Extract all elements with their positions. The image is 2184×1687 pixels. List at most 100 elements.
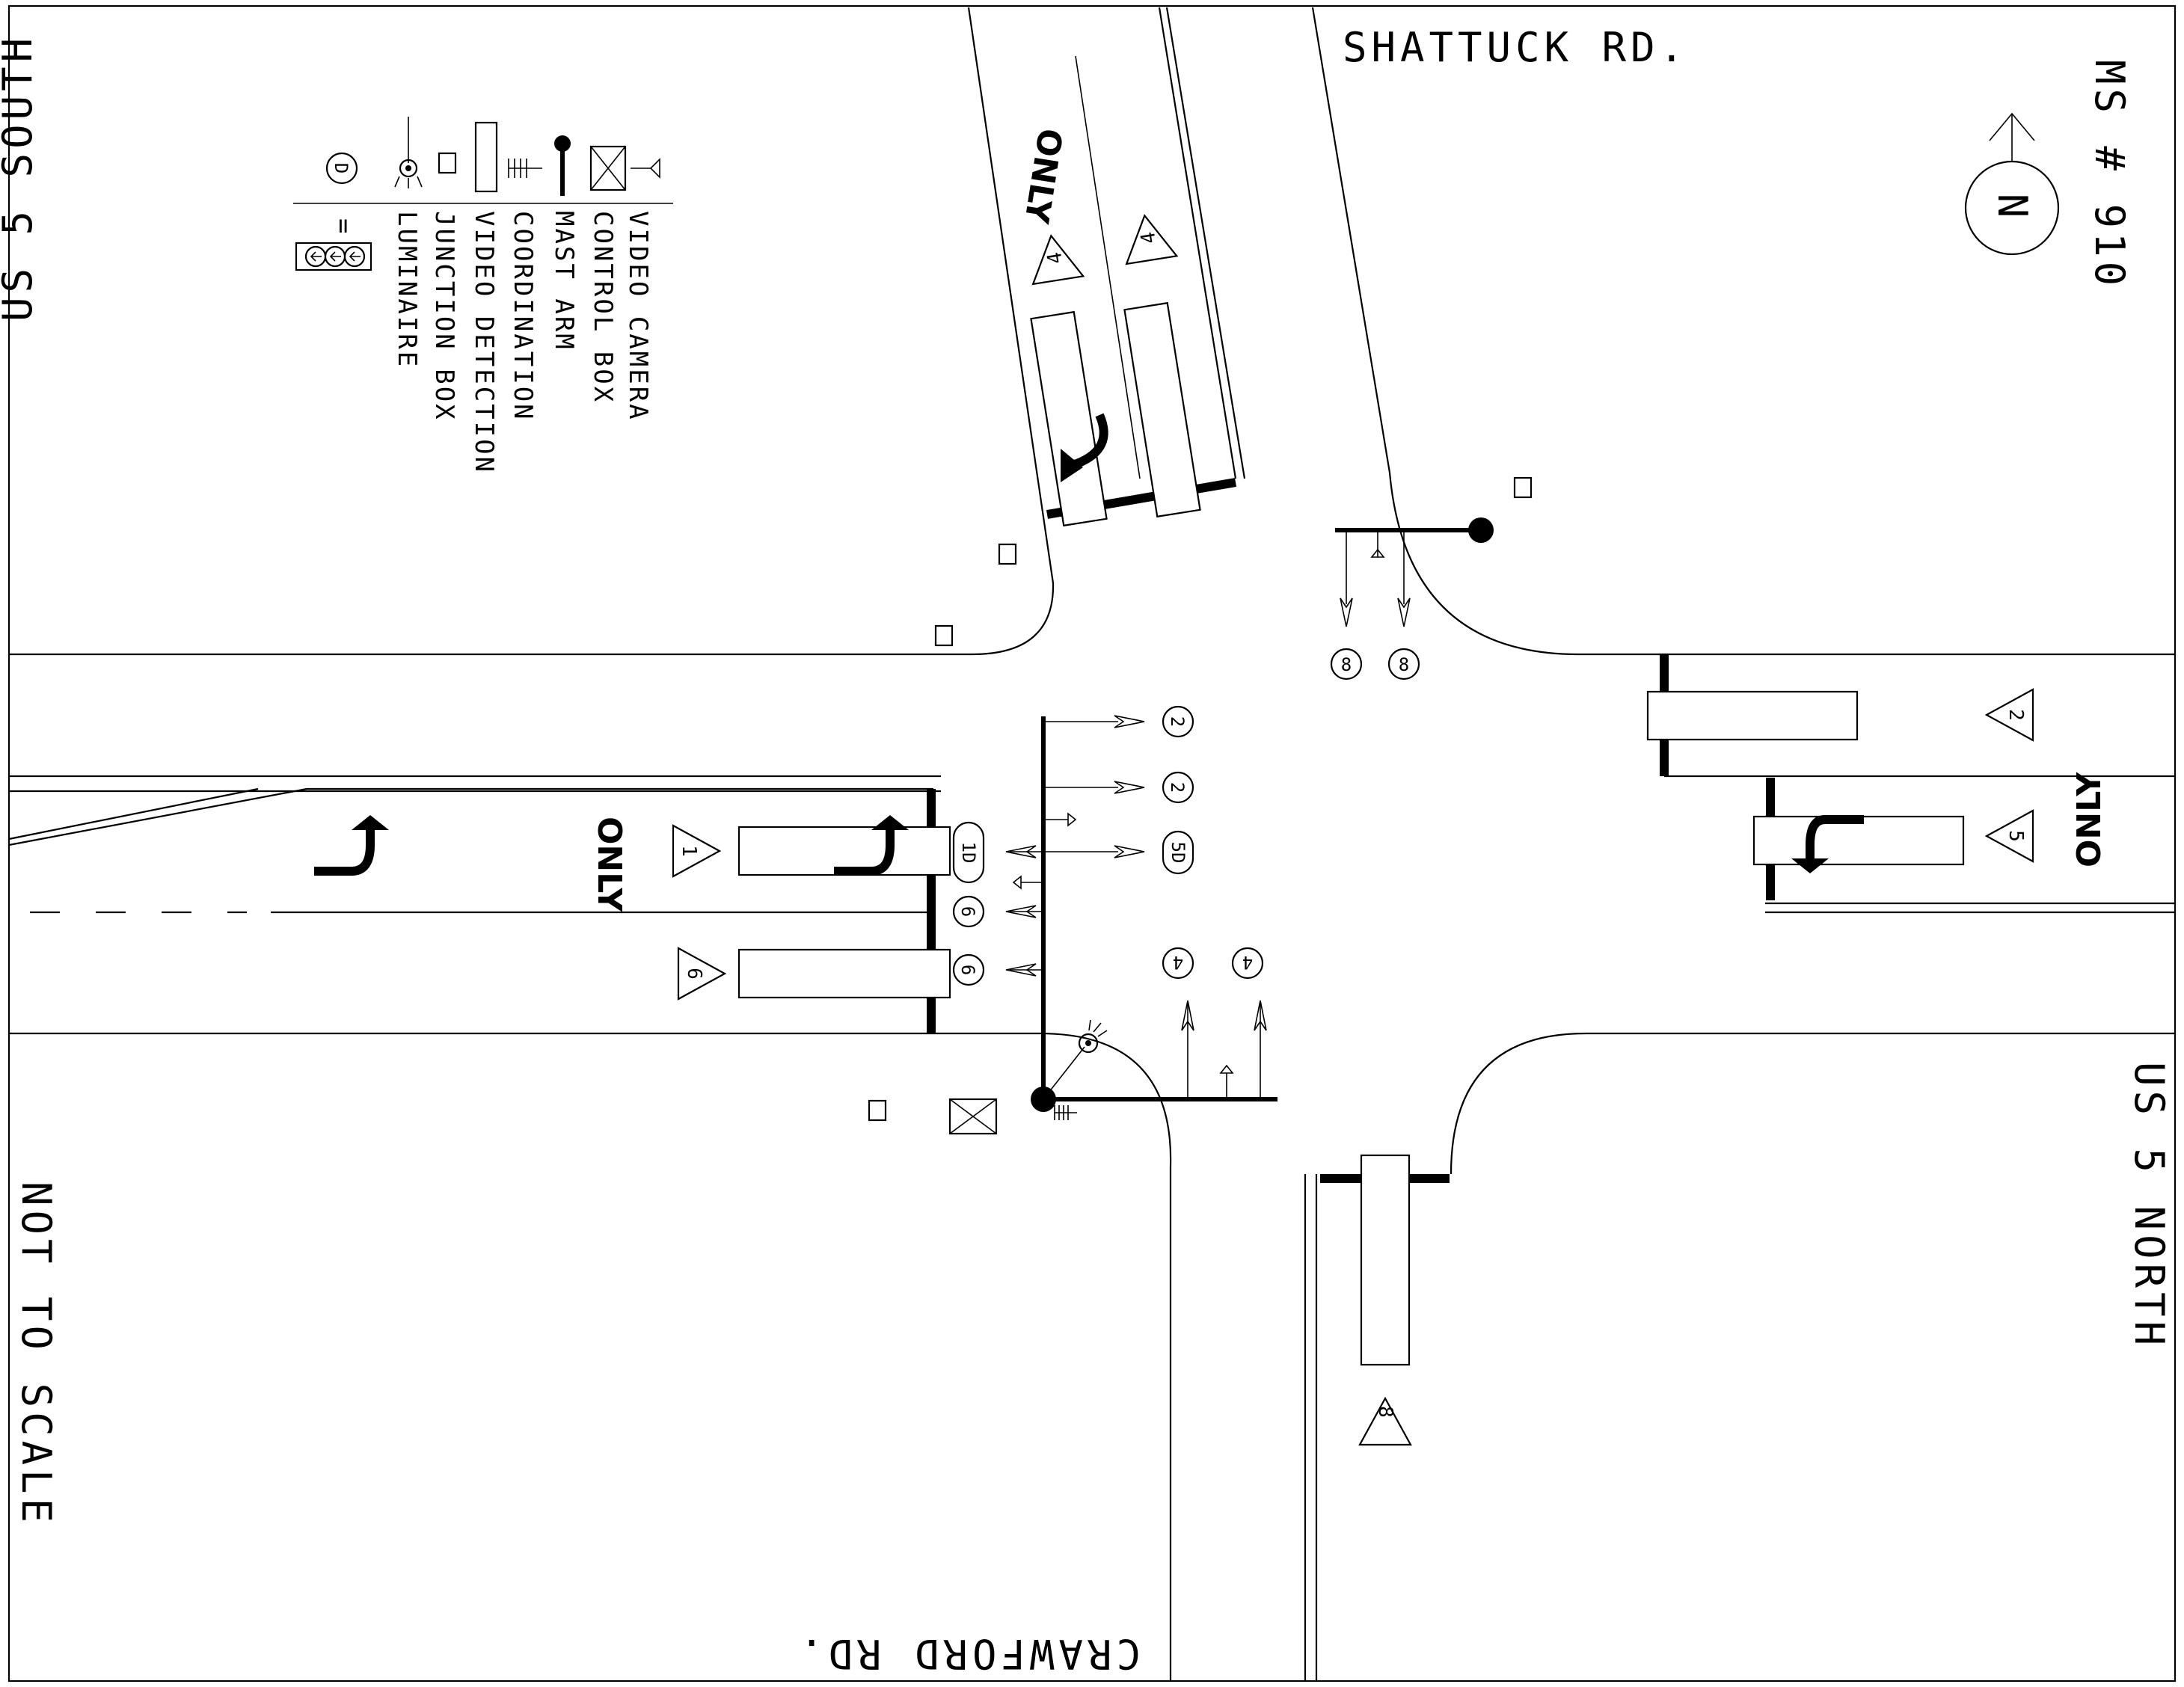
junction-box-1 <box>998 543 1017 565</box>
video-detection-zones <box>737 301 1965 1366</box>
phase-triangles: 4 4 1 6 2 5 8 <box>672 214 2034 1446</box>
svg-text:4: 4 <box>1173 952 1183 973</box>
control-box-icon <box>589 145 627 191</box>
only-marking-north: ONLY <box>1016 126 1069 227</box>
junction-box-icon <box>438 152 457 174</box>
luminaire-sw <box>1078 1033 1099 1054</box>
turn-arrow-east <box>1806 815 1864 858</box>
svg-text:8: 8 <box>1399 654 1409 675</box>
zone-e-left-turn <box>1752 815 1965 866</box>
shattuck-lane-line <box>1075 55 1141 479</box>
turn-arrow-west-1-head <box>352 815 389 830</box>
not-to-scale-note: NOT TO SCALE <box>13 1181 60 1527</box>
zone-w-thru <box>737 948 951 999</box>
phase-triangle-5: 5 <box>1984 809 2034 863</box>
phase-label-5: 5 <box>2004 830 2027 842</box>
phase-triangle-1: 1 <box>672 824 722 878</box>
signal-6b: 6 <box>952 953 985 986</box>
road-edge-north-east <box>1388 472 2175 656</box>
sheet-border <box>7 4 2177 1683</box>
legend-label-video-detection: VIDEO DETECTION <box>469 211 499 474</box>
phase-triangle-6: 6 <box>677 947 727 1001</box>
phase-label-6: 6 <box>683 968 705 980</box>
phase-label-1: 1 <box>678 845 700 857</box>
signal-phase-circles: 8 8 2 2 5D 1D 6 6 <box>952 648 1420 986</box>
video-detection-icon <box>474 121 498 193</box>
signal-4a: 4 <box>1162 947 1194 980</box>
shattuck-edge-west <box>967 7 1046 528</box>
road-edge-south-west <box>9 1032 1172 1681</box>
signal-8a: 8 <box>1330 648 1363 680</box>
signal-4b: 4 <box>1231 947 1264 980</box>
svg-text:8: 8 <box>1341 654 1352 675</box>
svg-text:5D: 5D <box>1168 842 1188 864</box>
signal-6a: 6 <box>952 895 985 928</box>
legend-label-coordination: COORDINATION <box>508 211 538 422</box>
luminaire-icon <box>394 117 423 188</box>
street-label-us5-north: US 5 NORTH <box>2126 1062 2173 1350</box>
junction-box-3 <box>1513 476 1533 499</box>
phase-triangle-4a: 4 <box>1031 234 1085 286</box>
shattuck-edge-east <box>1311 7 1391 473</box>
north-letter: N <box>1989 194 2036 223</box>
signal-head-icon <box>295 242 372 271</box>
road-edge-south-east <box>1450 1032 2175 1175</box>
junction-box-4 <box>868 1099 887 1122</box>
signal-2a: 2 <box>1162 705 1194 738</box>
junction-box-2 <box>934 624 954 647</box>
svg-text:1D: 1D <box>958 842 979 864</box>
street-label-shattuck: SHATTUCK RD. <box>1343 24 1688 71</box>
only-marking-west: ONLY <box>590 817 628 912</box>
signal-5d: 5D <box>1162 830 1194 875</box>
control-box <box>948 1098 998 1135</box>
mast-arm-sw <box>1005 715 1277 1120</box>
west-taper-b <box>8 787 933 846</box>
junction-boxes <box>868 476 1533 1122</box>
turn-arrow-west-2-head <box>871 815 909 830</box>
signal-2b: 2 <box>1162 771 1194 804</box>
legend-label-luminaire: LUMINAIRE <box>392 211 422 369</box>
zone-n-left <box>1030 310 1108 527</box>
signal-8b: 8 <box>1387 648 1420 680</box>
legend-label-junction-box: JUNCTION BOX <box>429 211 459 422</box>
mast-arm-pole-ne <box>1468 517 1494 543</box>
video-camera-icon <box>631 158 660 179</box>
svg-text:2: 2 <box>1167 782 1188 793</box>
road-edge-north-west <box>9 526 1055 656</box>
street-label-crawford: CRAWFORD RD. <box>795 1630 1141 1677</box>
zone-e-thru <box>1646 690 1859 741</box>
phase-label-4a: 4 <box>1043 251 1067 265</box>
zone-n-right <box>1123 301 1201 518</box>
svg-text:4: 4 <box>1242 952 1253 973</box>
signal-1d: 1D <box>952 821 985 884</box>
legend: D VIDEO CAMERA CONTROL BOX MAST ARM COOR… <box>293 117 673 474</box>
legend-equals: = <box>328 218 358 236</box>
turn-arrow-north <box>1067 413 1108 470</box>
phase-label-2: 2 <box>2004 709 2027 721</box>
zone-s-thru <box>1360 1154 1411 1366</box>
svg-text:D: D <box>331 163 352 173</box>
only-marking-east: ONLY <box>2070 772 2108 867</box>
turn-arrow-west-1 <box>314 830 375 876</box>
phase-label-4b: 4 <box>1137 230 1161 245</box>
phase-triangle-4b: 4 <box>1125 214 1179 265</box>
svg-text:2: 2 <box>1167 716 1188 727</box>
ms-number: MS # 910 <box>2086 60 2133 290</box>
legend-label-control-box: CONTROL BOX <box>588 211 618 404</box>
legend-label-mast-arm: MAST ARM <box>549 211 579 351</box>
lane-arrows <box>314 413 1864 876</box>
shattuck-median-b <box>1165 7 1246 479</box>
north-arrow: N <box>1964 112 2060 256</box>
phase-triangle-2: 2 <box>1984 688 2034 742</box>
west-taper <box>8 787 259 841</box>
shattuck-median <box>1158 7 1237 479</box>
street-label-us5-south: US 5 SOUTH <box>0 34 41 322</box>
detector-d-icon: D <box>325 152 358 185</box>
phase-triangle-8: 8 <box>1358 1396 1412 1446</box>
legend-label-video-camera: VIDEO CAMERA <box>623 211 653 422</box>
mast-arm-icon <box>554 135 571 196</box>
svg-text:6: 6 <box>957 965 978 975</box>
turn-arrow-west-2 <box>834 830 895 876</box>
turn-arrow-east-head <box>1791 858 1829 873</box>
